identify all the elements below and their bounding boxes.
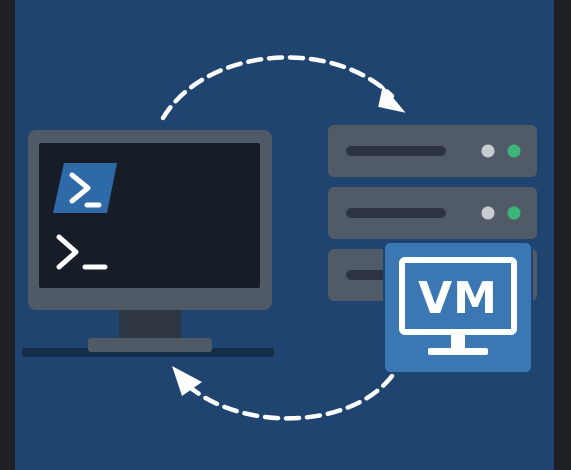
monitor-neck [119,308,181,340]
status-led-gray [481,144,495,158]
server-unit-1 [328,125,537,177]
terminal-prompt-icon [56,234,108,270]
server-unit-2 [328,187,537,239]
powershell-icon [53,163,117,213]
status-led-green [507,144,521,158]
monitor [22,130,274,357]
vm-monitor-icon: VM [383,241,533,374]
vm-label: VM [418,273,498,324]
status-led-green [507,206,521,220]
status-led-gray [481,206,495,220]
curved-arrow-right-icon [160,55,406,121]
curved-arrow-left-icon [172,366,395,421]
monitor-stand [88,338,212,352]
